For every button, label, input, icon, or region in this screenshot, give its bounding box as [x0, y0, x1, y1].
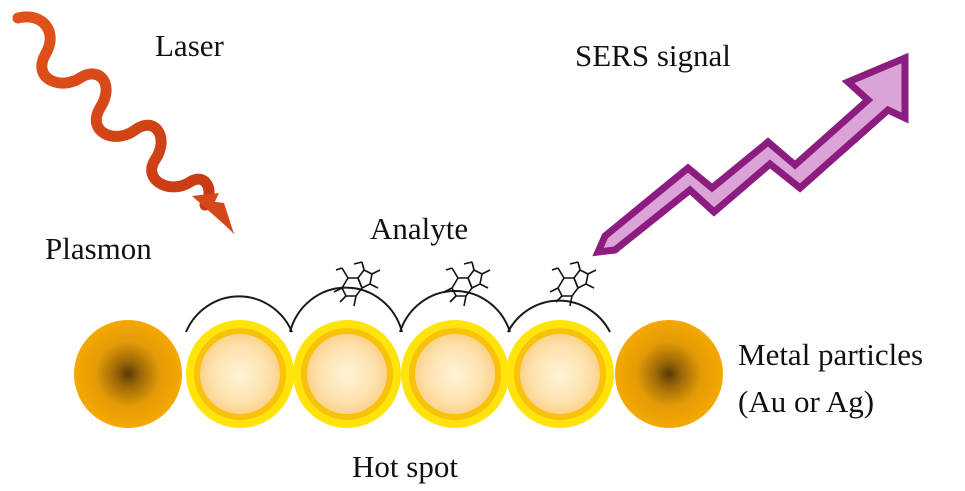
metal-particles-label: Metal particles — [738, 337, 924, 372]
field-arc — [289, 286, 403, 333]
metal-particles-sublabel: (Au or Ag) — [738, 384, 875, 419]
metal-particle — [615, 320, 723, 428]
hot-spot-label: Hot spot — [352, 449, 458, 484]
hotspot-particle — [293, 320, 401, 428]
analyte-molecule-icon — [333, 261, 381, 307]
field-arc — [507, 299, 611, 333]
plasmon-label: Plasmon — [45, 231, 152, 266]
analyte-label: Analyte — [370, 211, 469, 246]
laser-wave-icon — [12, 11, 236, 235]
metal-particle — [74, 320, 182, 428]
hotspot-particle — [506, 320, 614, 428]
hotspot-particle — [401, 320, 509, 428]
laser-label: Laser — [155, 28, 224, 63]
sers-signal-label: SERS signal — [575, 38, 731, 73]
field-arcs — [185, 286, 611, 333]
hotspot-particle — [186, 320, 294, 428]
analyte-molecule-icon — [443, 261, 491, 307]
field-arc — [399, 290, 511, 333]
field-arc — [185, 295, 293, 333]
sers-signal-arrow-icon — [592, 52, 909, 257]
analyte-molecule-icon — [549, 261, 597, 307]
